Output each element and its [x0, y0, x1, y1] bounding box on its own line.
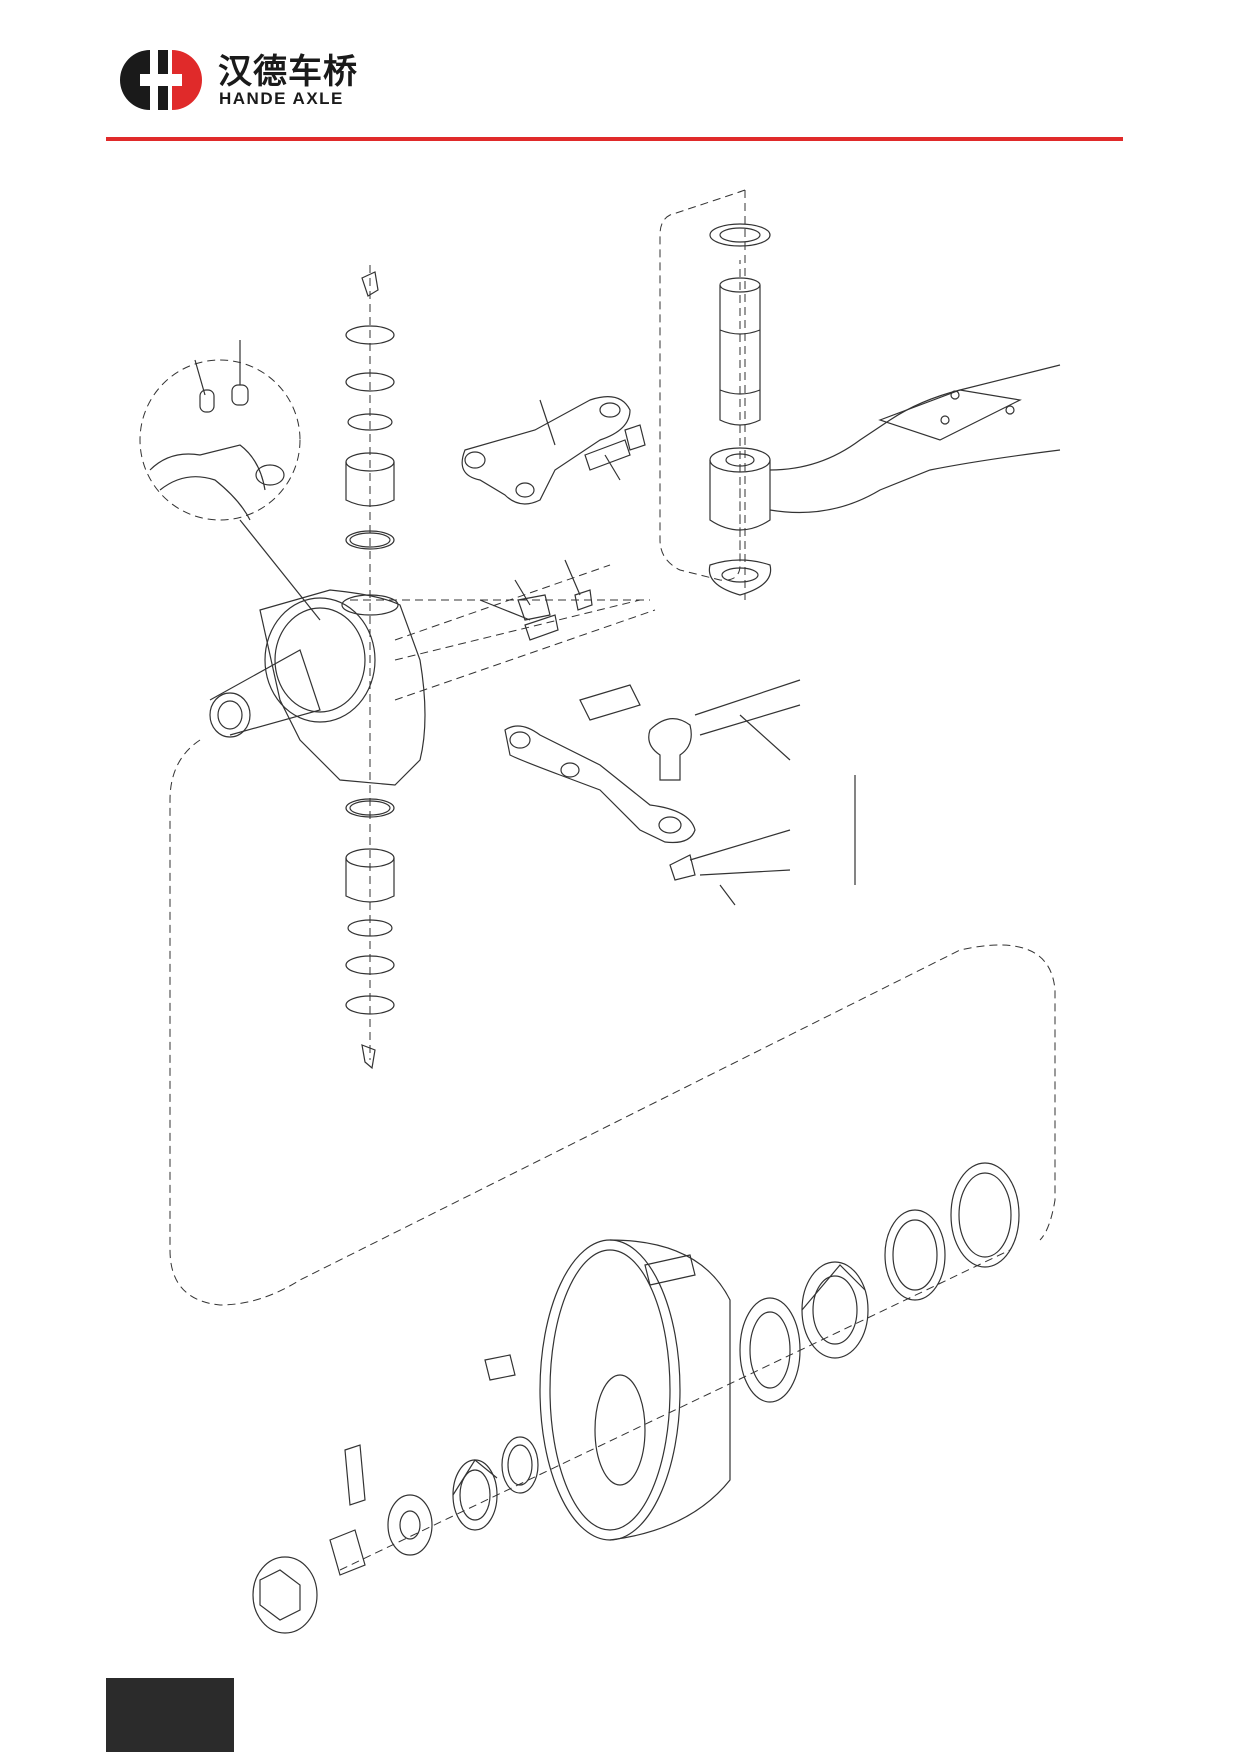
- inner-hub-parts: [253, 1437, 538, 1633]
- header-divider: [106, 137, 1123, 141]
- small-parts-middle: [480, 560, 592, 640]
- steering-knuckle: [210, 590, 425, 785]
- assembly-dashed-paths: [170, 190, 1055, 1570]
- exploded-view-diagram: [0, 150, 1239, 1670]
- steering-arm-upper: [462, 397, 645, 504]
- steering-arm-lower: [505, 680, 855, 905]
- kingpin-stack-upper: [346, 272, 394, 549]
- kingpin-stack-lower: [346, 799, 394, 1068]
- wheel-hub-assembly: [485, 1163, 1019, 1540]
- page-header: 汉德车桥 HANDE AXLE: [0, 0, 1239, 150]
- brand-name-cn: 汉德车桥: [218, 52, 358, 92]
- page-number-tab: [106, 1678, 234, 1752]
- kingpin-and-axle: [709, 224, 1060, 595]
- detail-inset: [140, 340, 320, 620]
- hande-logo-icon: [120, 50, 202, 110]
- brand-name-en: HANDE AXLE: [219, 89, 344, 108]
